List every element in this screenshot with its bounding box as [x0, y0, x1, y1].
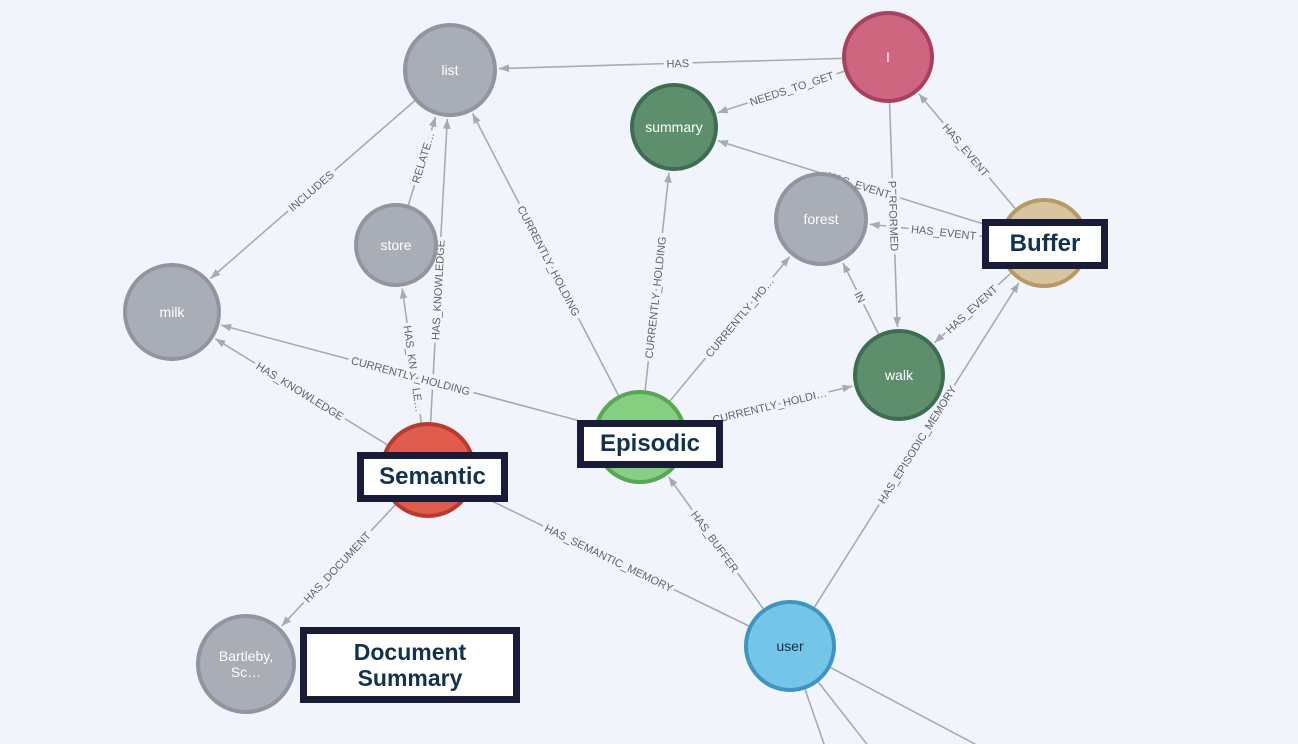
node-semantic[interactable] — [380, 422, 476, 518]
edge-user-off2[interactable] — [817, 681, 892, 744]
edge-i-summary[interactable] — [717, 70, 845, 114]
edge-label-episodic-forest[interactable]: CURRENTLY_HO… — [704, 275, 777, 360]
edge-label-episodic-summary[interactable]: CURRENTLY_HOLDING — [644, 236, 669, 359]
edge-label-user-episodic[interactable]: HAS_BUFFER — [688, 509, 740, 575]
edge-label-semantic-milk[interactable]: HAS_KNOWLEDGE — [254, 360, 346, 423]
edge-walk-forest[interactable] — [842, 262, 880, 335]
edge-label-user-semantic[interactable]: HAS_SEMANTIC_MEMORY — [543, 523, 676, 596]
edge-semantic-bartleby[interactable] — [280, 504, 396, 627]
edge-buffer-i[interactable] — [918, 93, 1016, 210]
node-summary[interactable] — [630, 83, 718, 171]
edge-label-i-summary[interactable]: NEEDS_TO_GET — [748, 70, 835, 109]
node-milk[interactable] — [123, 263, 221, 361]
node-label-i: I — [886, 49, 890, 65]
node-label-store: store — [380, 237, 411, 253]
edge-store-list[interactable] — [407, 116, 437, 206]
edge-label-buffer-forest[interactable]: HAS_EVENT — [910, 224, 977, 243]
node-episodic[interactable] — [593, 390, 687, 484]
node-buffer[interactable] — [999, 198, 1089, 288]
edge-label-buffer-i[interactable]: HAS_EVENT — [940, 122, 991, 180]
edge-episodic-summary[interactable] — [644, 172, 672, 391]
edge-user-off3[interactable] — [830, 666, 1002, 744]
node-label-forest: forest — [803, 211, 838, 227]
edge-episodic-walk[interactable] — [685, 384, 853, 427]
edge-i-walk[interactable] — [888, 102, 901, 328]
edge-label-store-list[interactable]: RELATE… — [410, 131, 437, 185]
edge-buffer-forest[interactable] — [869, 221, 1000, 239]
node-label-summary: summary — [645, 119, 703, 135]
edge-i-list[interactable] — [498, 57, 843, 73]
edges — [209, 57, 1020, 744]
edge-label-semantic-list[interactable]: HAS_KNOWLEDGE — [430, 240, 447, 341]
edge-label-episodic-walk[interactable]: CURRENTLY_HOLDI… — [711, 387, 828, 426]
node-label-user: user — [776, 638, 804, 654]
edge-label-walk-forest[interactable]: IN — [851, 290, 867, 305]
edge-label-i-walk[interactable]: PERFORMED — [885, 181, 899, 252]
edge-episodic-forest[interactable] — [669, 256, 791, 402]
edge-user-semantic[interactable] — [472, 491, 749, 627]
node-label-walk: walk — [884, 367, 914, 383]
node-label-milk: milk — [160, 304, 186, 320]
edge-label-buffer-walk[interactable]: HAS_EVENT — [944, 283, 1001, 336]
node-walk[interactable] — [853, 329, 945, 421]
node-list[interactable] — [403, 23, 497, 117]
edge-list-milk[interactable] — [209, 100, 416, 280]
edge-user-buffer[interactable] — [813, 282, 1020, 608]
edge-label-i-list[interactable]: HAS — [666, 58, 689, 71]
node-forest[interactable] — [774, 172, 868, 266]
edge-user-off1[interactable] — [804, 689, 839, 744]
edge-label-semantic-bartleby[interactable]: HAS_DOCUMENT — [302, 530, 374, 606]
edge-label-list-milk[interactable]: INCLUDES — [287, 169, 337, 215]
edge-label-halo: HAS — [666, 58, 689, 71]
node-store[interactable] — [354, 203, 438, 287]
edge-label-episodic-list[interactable]: CURRENTLY_HOLDING — [514, 204, 581, 318]
edge-semantic-list[interactable] — [429, 118, 451, 423]
node-user[interactable] — [744, 600, 836, 692]
node-label-bartleby: Bartleby,Sc… — [219, 648, 273, 680]
node-bartleby[interactable] — [196, 614, 296, 714]
edge-semantic-milk[interactable] — [214, 338, 388, 446]
node-i[interactable] — [842, 11, 934, 103]
edge-buffer-walk[interactable] — [933, 272, 1012, 344]
edge-semantic-store[interactable] — [399, 288, 423, 423]
edge-buffer-summary[interactable] — [717, 139, 1002, 231]
edge-episodic-list[interactable] — [471, 113, 620, 396]
edge-user-episodic[interactable] — [667, 476, 764, 610]
node-label-list: list — [441, 62, 458, 78]
edge-episodic-milk[interactable] — [221, 323, 595, 426]
